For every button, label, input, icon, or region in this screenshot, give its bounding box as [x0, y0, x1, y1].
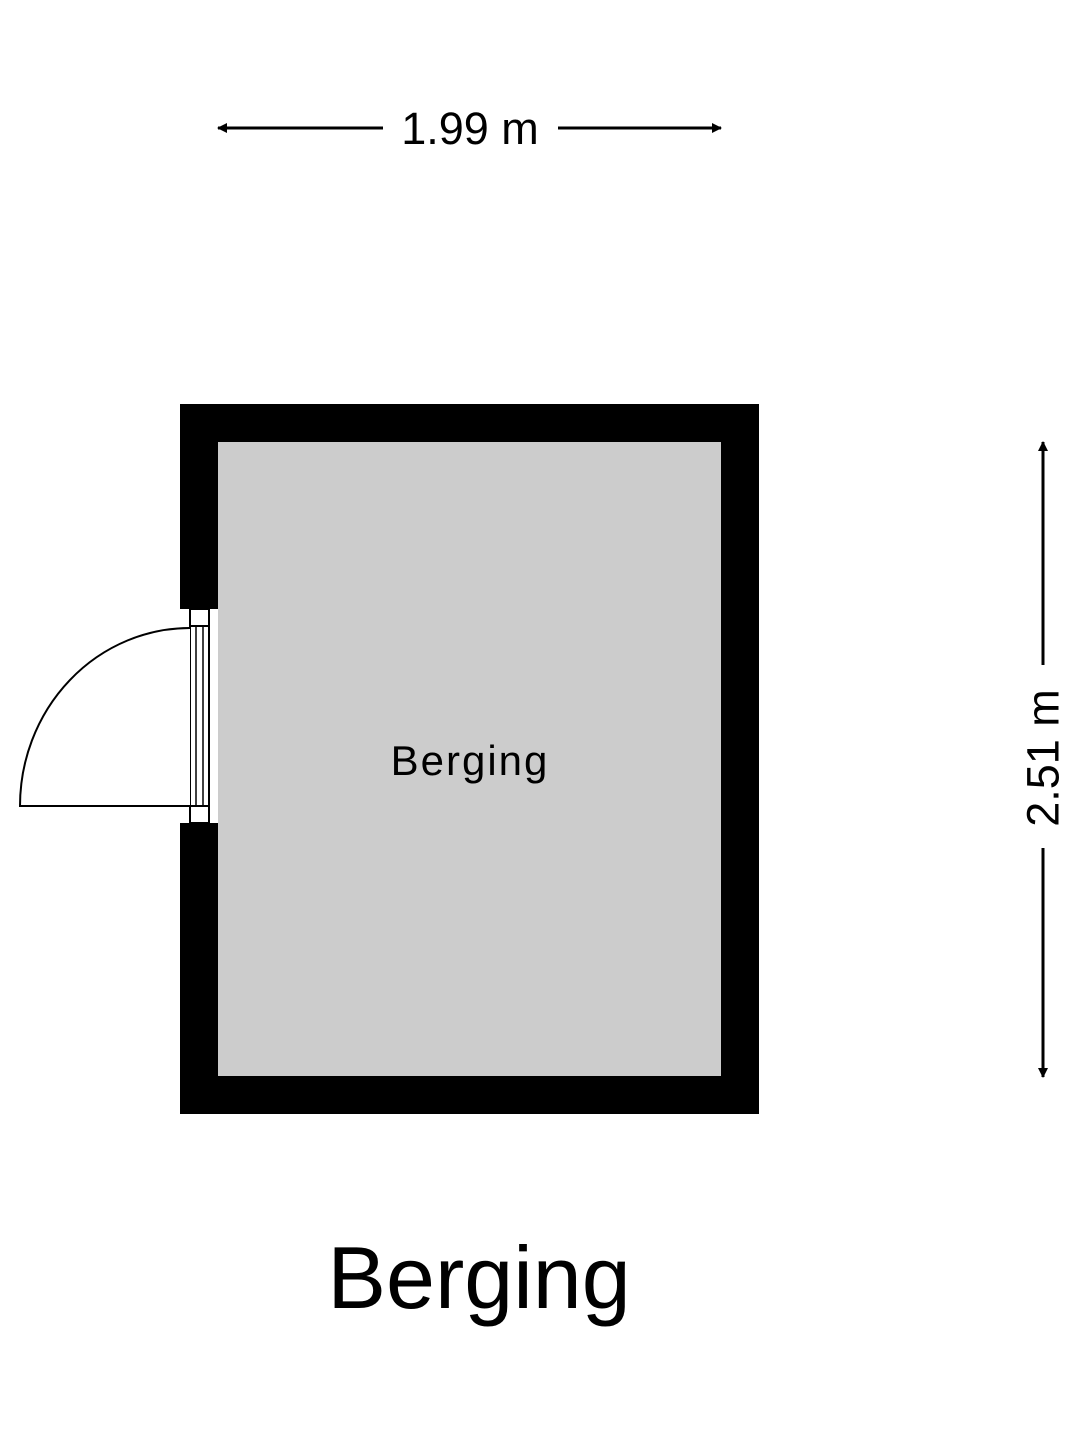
door-swing-arc-icon — [18, 627, 191, 807]
room-walls — [180, 404, 759, 1114]
height-dimension: 2.51 m — [1018, 441, 1069, 1078]
wall-left-lower — [180, 823, 218, 1114]
wall-bottom — [180, 1076, 759, 1114]
plan-title: Berging — [327, 1228, 631, 1327]
wall-right — [721, 404, 759, 1114]
door-jamb-bottom — [189, 805, 210, 824]
room-label: Berging — [391, 737, 550, 784]
door-opening — [189, 625, 210, 807]
room-floor — [218, 442, 721, 1076]
wall-left-upper — [180, 404, 218, 609]
wall-top — [180, 404, 759, 442]
door-icon — [18, 608, 210, 824]
width-dimension-label: 1.99 m — [401, 103, 539, 154]
height-dimension-label: 2.51 m — [1018, 689, 1069, 827]
width-dimension: 1.99 m — [217, 103, 722, 154]
door-jamb-top — [189, 608, 210, 627]
